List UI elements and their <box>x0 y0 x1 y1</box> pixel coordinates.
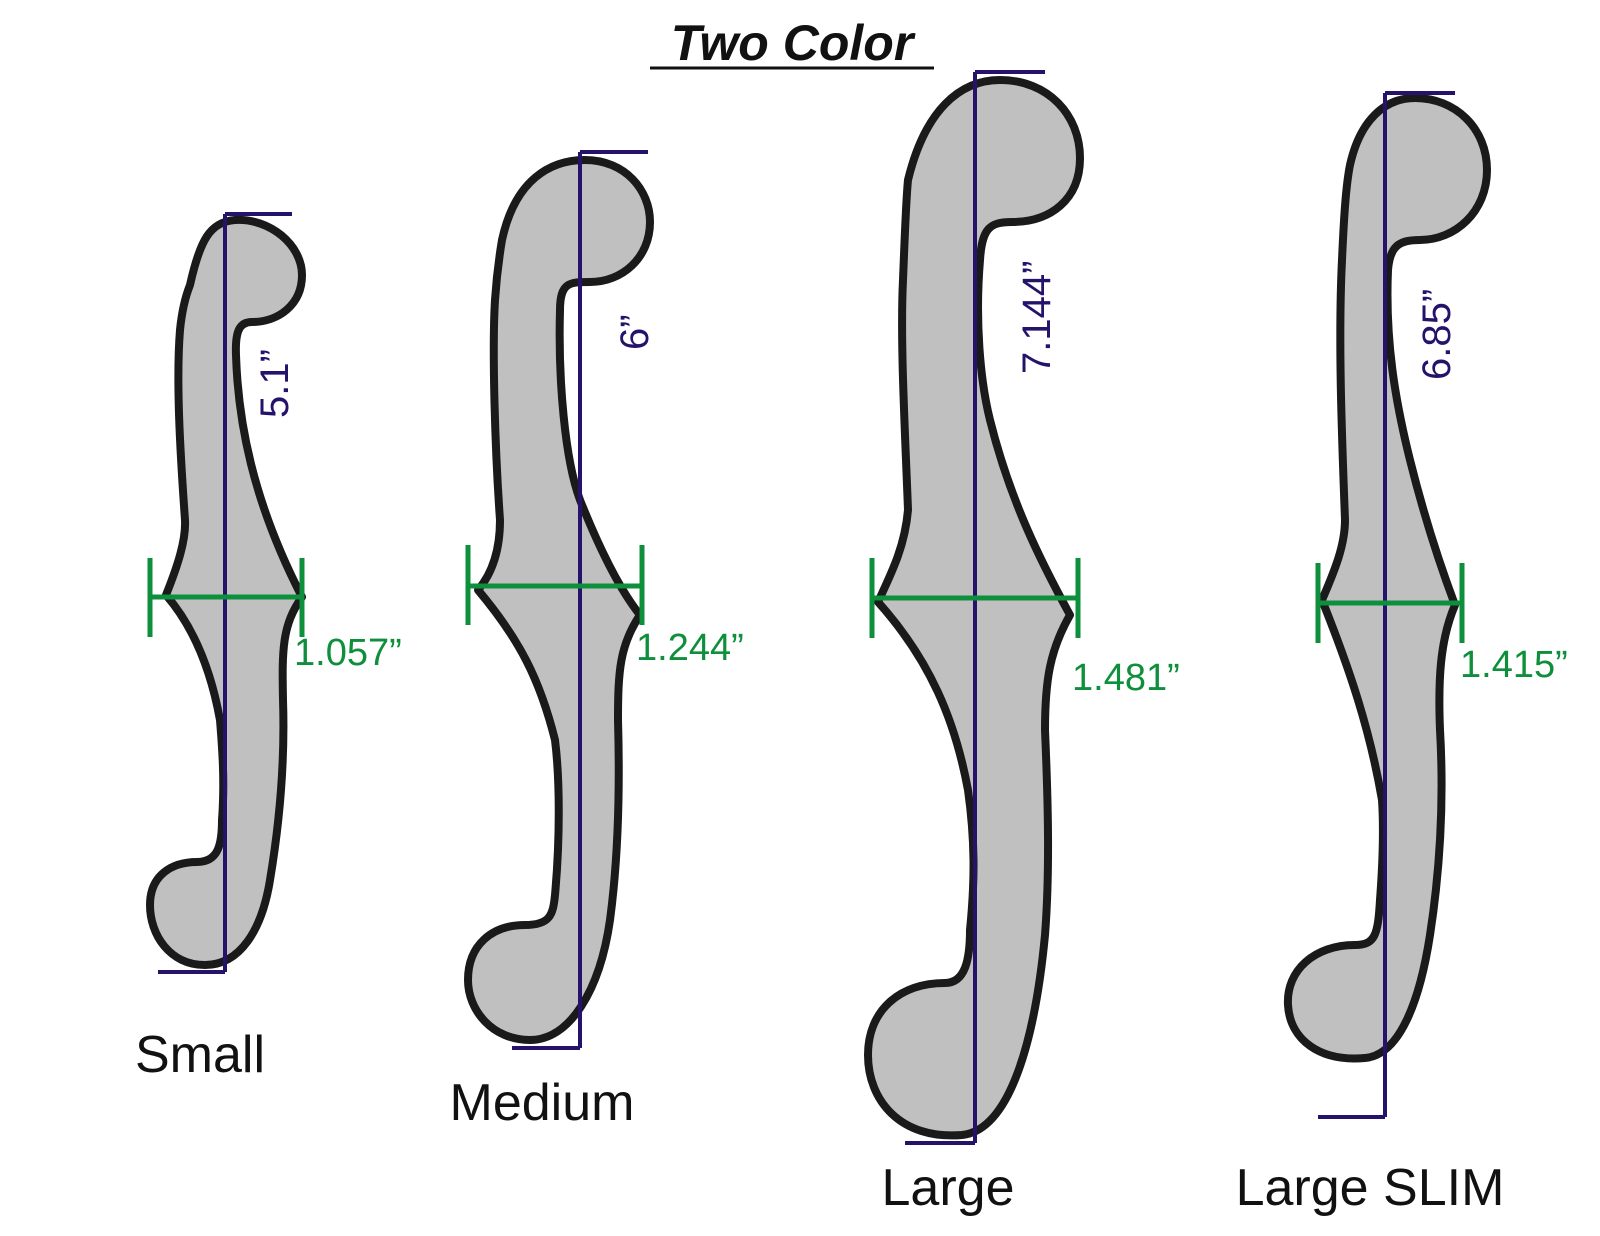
large-slim-name: Large SLIM <box>1236 1159 1505 1217</box>
width-label: 1.415” <box>1460 644 1568 686</box>
diagram-title: Two Color <box>650 15 934 71</box>
length-label: 7.144” <box>1015 261 1059 374</box>
title-text: Two Color <box>671 15 916 71</box>
width-label: 1.244” <box>636 627 744 669</box>
product-medium: 6” 1.244” Medium <box>450 150 744 1132</box>
product-small: 5.1” 1.057” Small <box>135 212 402 1084</box>
medium-silhouette <box>464 156 654 1044</box>
width-label: 1.057” <box>294 632 402 674</box>
large-slim-silhouette <box>1283 94 1491 1063</box>
large-slim-width-dimension: 1.415” <box>1315 563 1568 686</box>
medium-width-dimension: 1.244” <box>465 545 744 669</box>
product-large: 7.144” 1.481” Large <box>864 70 1180 1217</box>
small-name: Small <box>135 1026 265 1084</box>
width-label: 1.481” <box>1072 657 1180 699</box>
small-length-dimension: 5.1” <box>158 212 297 974</box>
length-label: 6” <box>613 314 657 350</box>
large-length-dimension: 7.144” <box>905 70 1059 1145</box>
medium-name: Medium <box>450 1074 635 1132</box>
product-large-slim: 6.85” 1.415” Large SLIM <box>1236 91 1568 1217</box>
small-width-dimension: 1.057” <box>147 558 402 674</box>
length-label: 5.1” <box>253 349 297 418</box>
length-label: 6.85” <box>1415 289 1459 380</box>
medium-length-dimension: 6” <box>512 150 657 1050</box>
large-name: Large <box>882 1159 1015 1217</box>
large-width-dimension: 1.481” <box>869 558 1180 699</box>
